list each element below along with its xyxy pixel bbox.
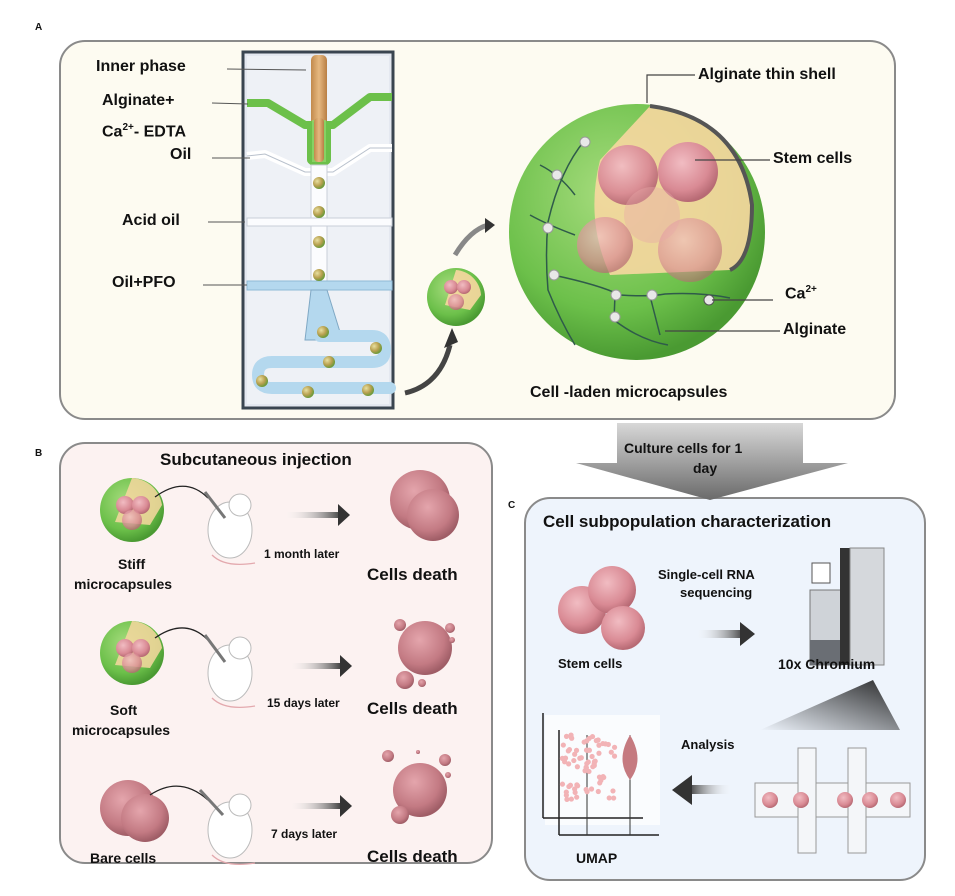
- label-stem-cells-c: Stem cells: [558, 656, 623, 671]
- label-ca-edta: Ca2+- EDTA: [102, 122, 186, 141]
- umap-point: [559, 781, 566, 787]
- label-sequencing-line1: Single-cell RNA: [658, 567, 755, 582]
- row3-outcome: Cells death: [367, 847, 458, 866]
- caption-cell-laden-microcapsules: Cell -laden microcapsules: [530, 384, 728, 401]
- label-analysis: Analysis: [681, 737, 735, 752]
- row1-source-line1: Stiff: [118, 556, 146, 572]
- umap-point: [611, 753, 618, 759]
- label-alginate: Alginate+: [102, 92, 175, 109]
- label-umap: UMAP: [576, 850, 618, 866]
- umap-point: [566, 761, 572, 767]
- label-sequencing-line2: sequencing: [680, 585, 753, 600]
- umap-point: [591, 762, 597, 769]
- row3-time: 7 days later: [271, 827, 338, 841]
- umap-point: [581, 739, 587, 745]
- ca-sup: 2+: [805, 284, 817, 295]
- small-microcapsule: [427, 268, 485, 326]
- umap-point: [564, 796, 570, 802]
- umap-point: [585, 759, 591, 765]
- umap-point: [577, 755, 583, 761]
- umap-point: [596, 750, 602, 756]
- umap-point: [572, 751, 578, 757]
- panel-b-graphics: [100, 470, 459, 866]
- panel-b-title: Subcutaneous injection: [160, 450, 352, 469]
- large-microcapsule: [509, 104, 765, 360]
- umap-point: [572, 786, 578, 792]
- ca-edta-rest: - EDTA: [133, 123, 186, 141]
- umap-point: [574, 764, 580, 770]
- umap-point: [573, 747, 580, 753]
- culture-label-line1: Culture cells for 1: [624, 440, 743, 456]
- umap-point: [566, 783, 572, 790]
- umap-point: [595, 788, 601, 795]
- row2-source-line2: microcapsules: [72, 722, 171, 738]
- culture-arrow: [576, 423, 848, 500]
- row1-outcome: Cells death: [367, 565, 458, 584]
- label-alginate-thin-shell: Alginate thin shell: [698, 66, 836, 83]
- umap-scatter: [559, 732, 618, 802]
- umap-point: [586, 735, 592, 741]
- umap-point: [574, 782, 580, 788]
- microfluidic-chip: [203, 50, 396, 410]
- culture-label-line2: day: [693, 460, 718, 476]
- ca-base: Ca: [785, 285, 806, 303]
- umap-point: [568, 732, 574, 738]
- umap-point: [611, 795, 617, 801]
- umap-point: [585, 747, 591, 753]
- row2-outcome: Cells death: [367, 699, 458, 718]
- label-10x-chromium: 10x Chromium: [778, 656, 876, 672]
- stem-cell: [598, 145, 658, 205]
- label-stem-cells: Stem cells: [773, 150, 853, 167]
- ca-edta-sup: 2+: [122, 122, 134, 133]
- row1-source-line2: microcapsules: [74, 576, 173, 592]
- panel-c-graphics: [542, 547, 911, 854]
- row2-time: 15 days later: [267, 696, 340, 710]
- umap-point: [593, 738, 599, 744]
- umap-point: [566, 746, 573, 753]
- label-ca2: Ca2+: [785, 284, 817, 303]
- umap-point: [571, 757, 577, 764]
- row3-source-line1: Bare cells: [90, 850, 157, 866]
- alginate-channel: [247, 93, 392, 168]
- row2-source-line1: Soft: [110, 702, 138, 718]
- umap-point: [562, 755, 569, 761]
- umap-point: [574, 794, 580, 800]
- umap-point: [588, 786, 595, 792]
- umap-point: [596, 742, 602, 748]
- row1-time: 1 month later: [264, 547, 340, 561]
- umap-point: [602, 741, 609, 747]
- umap-point: [611, 744, 618, 750]
- panel-letter-b: B: [35, 448, 43, 459]
- umap-point: [563, 792, 569, 798]
- umap-point: [584, 789, 590, 795]
- label-alginate-network: Alginate: [783, 321, 847, 338]
- label-oil: Oil: [170, 146, 192, 163]
- stem-cell: [658, 142, 718, 202]
- ca-edta-base: Ca: [102, 123, 123, 141]
- umap-point: [606, 795, 612, 801]
- umap-point: [563, 733, 570, 739]
- panel-letter-a: A: [35, 22, 43, 33]
- label-oil-pfo: Oil+PFO: [112, 274, 176, 291]
- umap-point: [610, 788, 616, 794]
- umap-point: [598, 777, 604, 783]
- umap-point: [608, 749, 614, 755]
- label-acid-oil: Acid oil: [122, 212, 180, 229]
- umap-point: [589, 753, 595, 760]
- panel-c-title: Cell subpopulation characterization: [543, 512, 832, 531]
- umap-point: [568, 796, 574, 802]
- label-inner-phase: Inner phase: [96, 58, 186, 75]
- umap-point: [560, 742, 566, 748]
- panel-letter-c: C: [508, 500, 516, 511]
